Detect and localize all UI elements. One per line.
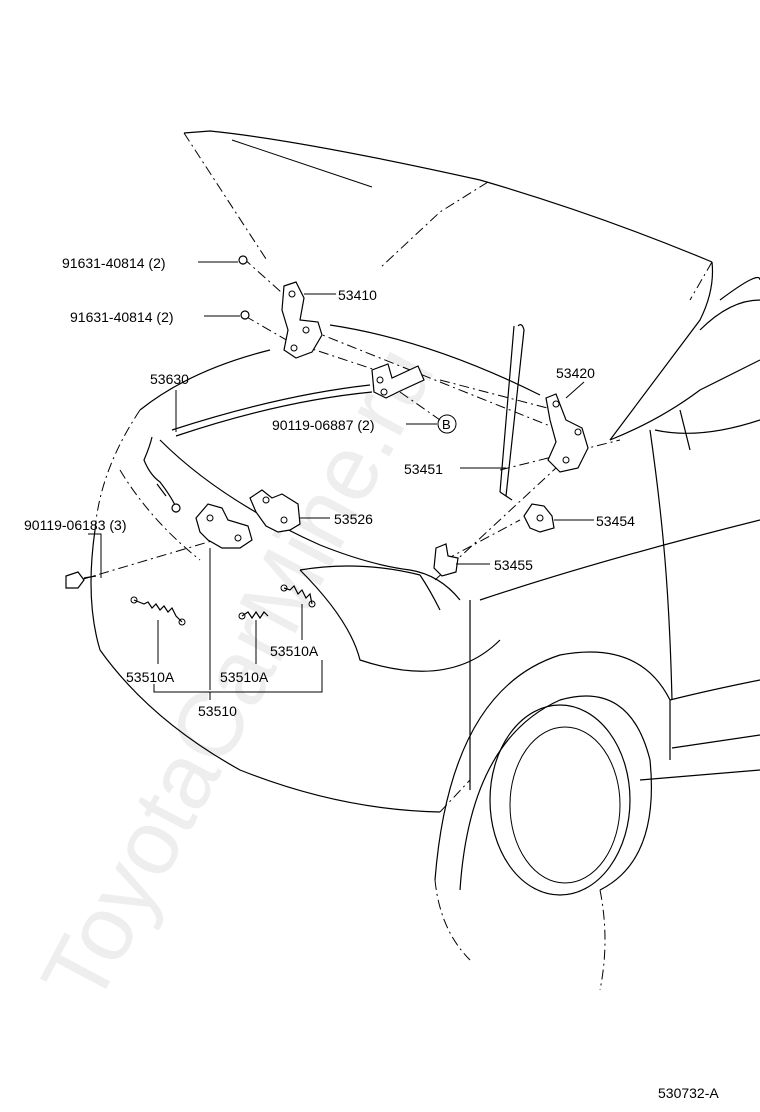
label-rod-clip: 53455 (494, 557, 533, 573)
bolt-upper-part (238, 255, 248, 265)
hood-lock-part (195, 503, 253, 549)
label-rod-holder: 53454 (596, 513, 635, 529)
label-bolt-upper: 91631-40814 (2) (62, 255, 166, 271)
bolt-lower-part (240, 310, 250, 320)
reference-b-marker: B (437, 414, 457, 434)
label-screw-b: 90119-06887 (2) (272, 417, 374, 433)
hood-latch-bracket-part (371, 363, 425, 399)
hood-hinge-left-part (281, 281, 323, 359)
bolt-lock-part (65, 571, 97, 589)
hood-release-lever-part (249, 489, 301, 533)
diagram-id: 530732-A (658, 1085, 719, 1101)
hood-support-rod-part (499, 324, 525, 501)
label-hood-hinge-left: 53410 (338, 287, 377, 303)
hood-release-cable-part (143, 384, 373, 513)
rod-clip-part (433, 543, 459, 577)
label-spring-a2: 53510A (220, 669, 269, 685)
label-spring-a3: 53510A (270, 643, 319, 659)
label-spring-a1: 53510A (126, 669, 175, 685)
rod-holder-part (523, 503, 555, 533)
leader-lines (88, 261, 594, 700)
spring-a2-part (238, 610, 269, 620)
hood-hinge-right-part (545, 393, 589, 473)
label-support-rod: 53451 (404, 461, 443, 477)
vehicle-outline (90, 130, 760, 991)
label-bolt-lock: 90119-06183 (3) (24, 517, 126, 533)
spring-a3-part (280, 584, 316, 608)
label-cable: 53630 (150, 371, 189, 387)
label-bolt-lower: 91631-40814 (2) (70, 309, 174, 325)
label-release-lever: 53526 (334, 511, 373, 527)
spring-a1-part (130, 596, 186, 626)
label-lock-assy: 53510 (198, 703, 237, 719)
label-hood-hinge-right: 53420 (556, 365, 595, 381)
label-ref-b: B (442, 417, 451, 432)
